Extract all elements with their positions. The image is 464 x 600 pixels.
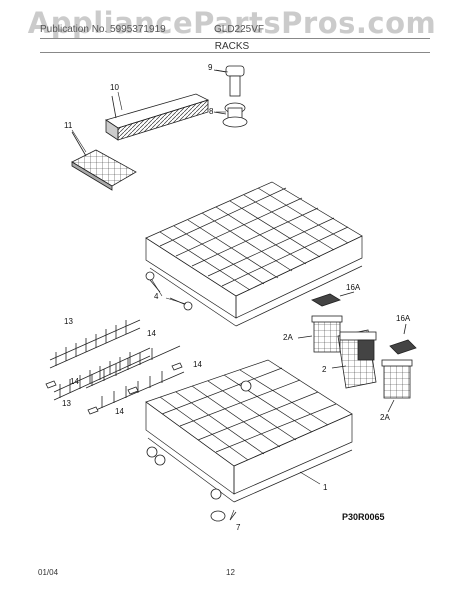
part-labels: 10 11 9 8 4 16A 16A 2A 2 2A 13 14 14 14 … xyxy=(62,63,411,532)
label-14-b: 14 xyxy=(193,360,202,369)
label-9: 9 xyxy=(208,63,213,72)
label-8: 8 xyxy=(209,107,214,116)
part-13-tine-rows xyxy=(49,319,185,411)
leader-lines xyxy=(71,69,321,521)
label-14-a: 14 xyxy=(147,329,156,338)
label-2a-left: 2A xyxy=(283,333,293,342)
part-4-rollers xyxy=(145,271,193,311)
header-rule-top xyxy=(40,38,430,39)
part-14-clips xyxy=(45,362,183,415)
label-13-lower: 13 xyxy=(62,399,71,408)
footer-date: 01/04 xyxy=(38,568,59,577)
label-14-d: 14 xyxy=(115,407,124,416)
label-2a-right: 2A xyxy=(380,413,390,422)
label-16a-lower: 16A xyxy=(396,314,411,323)
label-16a-upper: 16A xyxy=(346,283,361,292)
publication-number: Publication No. 5995371919 xyxy=(40,24,166,35)
label-14-c: 14 xyxy=(70,377,79,386)
model-number: GLD225VF xyxy=(214,24,265,35)
silverware-baskets xyxy=(297,291,417,413)
label-4: 4 xyxy=(154,292,159,301)
part-7-roller xyxy=(210,510,237,522)
upper-rack xyxy=(145,181,363,327)
page-number: 12 xyxy=(226,568,235,577)
label-13-upper: 13 xyxy=(64,317,73,326)
lower-rack-wheels xyxy=(146,380,252,500)
label-2: 2 xyxy=(322,365,327,374)
part-10-shelf-bar xyxy=(105,93,210,141)
header-rule-bottom xyxy=(40,52,430,53)
label-1: 1 xyxy=(323,483,328,492)
watermark: AppliancePartsPros.com xyxy=(27,6,437,40)
part-11-cover xyxy=(71,131,137,191)
label-7: 7 xyxy=(236,523,241,532)
diagram-code: P30R0065 xyxy=(342,512,385,522)
label-10: 10 xyxy=(110,83,119,92)
label-11: 11 xyxy=(64,121,73,130)
lower-rack xyxy=(145,359,353,503)
part-9-8-spray-hub xyxy=(213,65,248,128)
section-title: RACKS xyxy=(214,41,250,52)
